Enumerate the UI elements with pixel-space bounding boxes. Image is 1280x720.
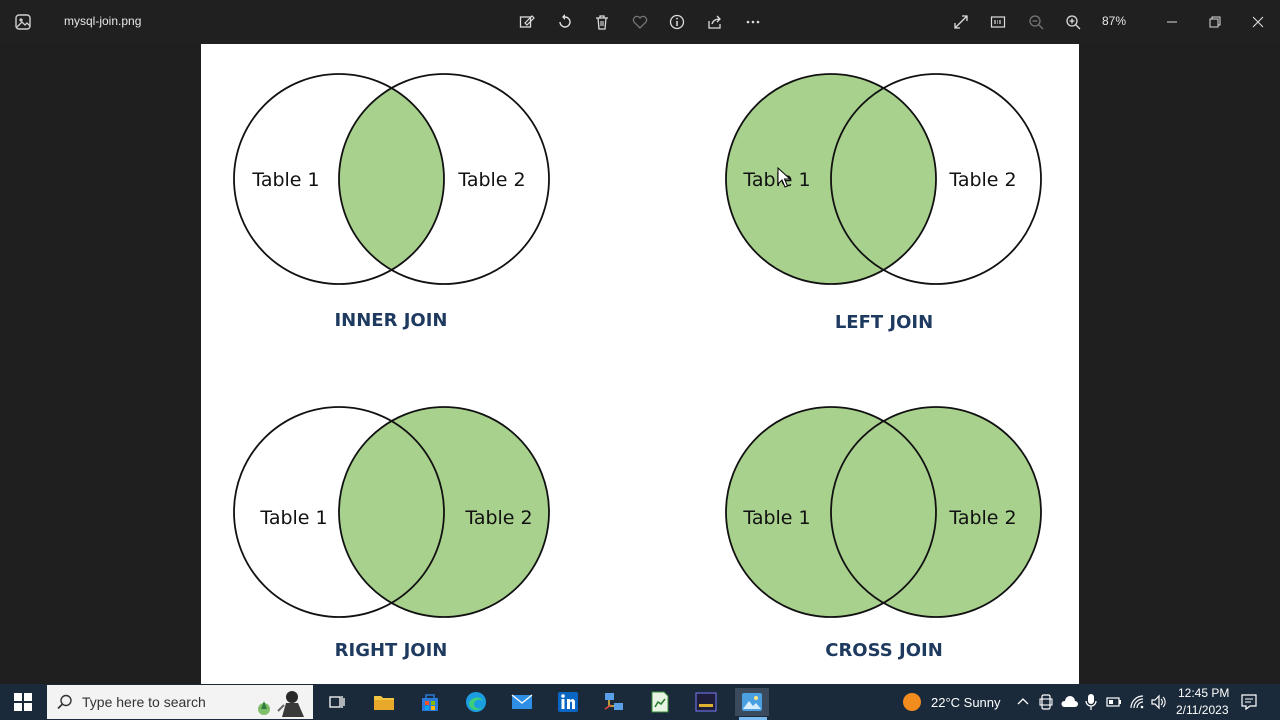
zoom-level: 87% [1102,14,1127,28]
cross-join-panel: Table 1 Table 2 CROSS JOIN [725,406,1042,661]
left-table-label: Table 1 [742,507,810,529]
right-table-label: Table 2 [948,507,1016,529]
search-icon [57,694,72,710]
chevron-up-icon[interactable] [1017,696,1029,708]
table-2-circle [338,73,550,285]
table-1-circle [725,73,937,285]
spreadsheet-app-icon[interactable] [646,688,674,716]
table-1-circle [725,406,937,618]
windows-taskbar: Type here to search 22°C Sunny [0,684,1280,720]
start-button[interactable] [0,684,46,720]
displayed-image: Table 1 Table 2 INNER JOIN Table 1 Table… [201,44,1079,684]
device-icon[interactable] [1039,694,1053,710]
photos-app-taskbar-icon[interactable] [735,688,769,716]
clock-time[interactable]: 12:45 PM [1178,686,1230,700]
zoom-in-icon[interactable] [1061,10,1085,34]
terminal-app-icon[interactable] [692,688,720,716]
join-title: INNER JOIN [334,310,447,331]
wifi-icon[interactable] [1129,694,1145,710]
microphone-icon[interactable] [1085,693,1097,711]
info-icon[interactable] [665,10,689,34]
zoom-out-icon[interactable] [1024,10,1048,34]
delete-icon[interactable] [590,10,614,34]
edit-image-icon[interactable] [515,10,539,34]
close-icon[interactable] [1246,10,1270,34]
table-1-circle [233,406,445,618]
mail-icon[interactable] [508,688,536,716]
battery-icon[interactable] [1106,696,1122,708]
share-icon[interactable] [703,10,727,34]
image-viewer-canvas: Table 1 Table 2 INNER JOIN Table 1 Table… [0,44,1280,684]
restore-icon[interactable] [1203,10,1227,34]
right-table-label: Table 2 [457,169,525,191]
photos-app-icon [15,14,31,30]
inner-join-panel: Table 1 Table 2 INNER JOIN [233,73,550,331]
right-join-panel: Table 1 Table 2 RIGHT JOIN [233,406,550,661]
right-table-label: Table 2 [948,169,1016,191]
minimize-icon[interactable] [1160,10,1184,34]
edge-browser-icon[interactable] [462,688,490,716]
file-explorer-icon[interactable] [370,688,398,716]
weather-text[interactable]: 22°C Sunny [931,695,1001,710]
linkedin-icon[interactable] [554,688,582,716]
task-view-icon[interactable] [323,688,351,716]
rotate-icon[interactable] [553,10,577,34]
table-2-circle [830,406,1042,618]
network-tool-icon[interactable] [600,688,628,716]
favorite-heart-icon[interactable] [628,10,652,34]
sql-joins-venn-diagram: Table 1 Table 2 INNER JOIN Table 1 Table… [233,73,1042,661]
left-table-label: Table 1 [259,507,327,529]
onedrive-cloud-icon[interactable] [1060,695,1078,709]
table-1-circle [233,73,445,285]
window-title: mysql-join.png [64,14,142,28]
left-table-label: Table 1 [742,169,810,191]
fullscreen-icon[interactable] [949,10,973,34]
notifications-icon[interactable] [1240,693,1258,711]
active-app-indicator [739,717,767,720]
search-highlight-illustration-icon [258,691,304,717]
windows-logo-icon [14,693,32,711]
clock-date[interactable]: 2/11/2023 [1176,703,1229,717]
weather-sun-icon [903,693,921,711]
taskbar-search-box[interactable]: Type here to search [47,685,313,719]
search-placeholder: Type here to search [82,694,206,710]
join-title: CROSS JOIN [825,640,943,661]
left-join-panel: Table 1 Table 2 LEFT JOIN [725,73,1042,333]
left-table-label: Table 1 [251,169,319,191]
right-table-label: Table 2 [464,507,532,529]
more-options-icon[interactable] [741,10,765,34]
join-title: RIGHT JOIN [335,640,448,661]
microsoft-store-icon[interactable] [416,688,444,716]
mouse-cursor [777,166,792,188]
table-2-circle [830,73,1042,285]
table-2-circle [338,406,550,618]
title-bar: mysql-join.png 87% [0,0,1280,44]
actual-size-icon[interactable] [986,10,1010,34]
volume-icon[interactable] [1150,694,1166,710]
join-title: LEFT JOIN [835,312,933,333]
